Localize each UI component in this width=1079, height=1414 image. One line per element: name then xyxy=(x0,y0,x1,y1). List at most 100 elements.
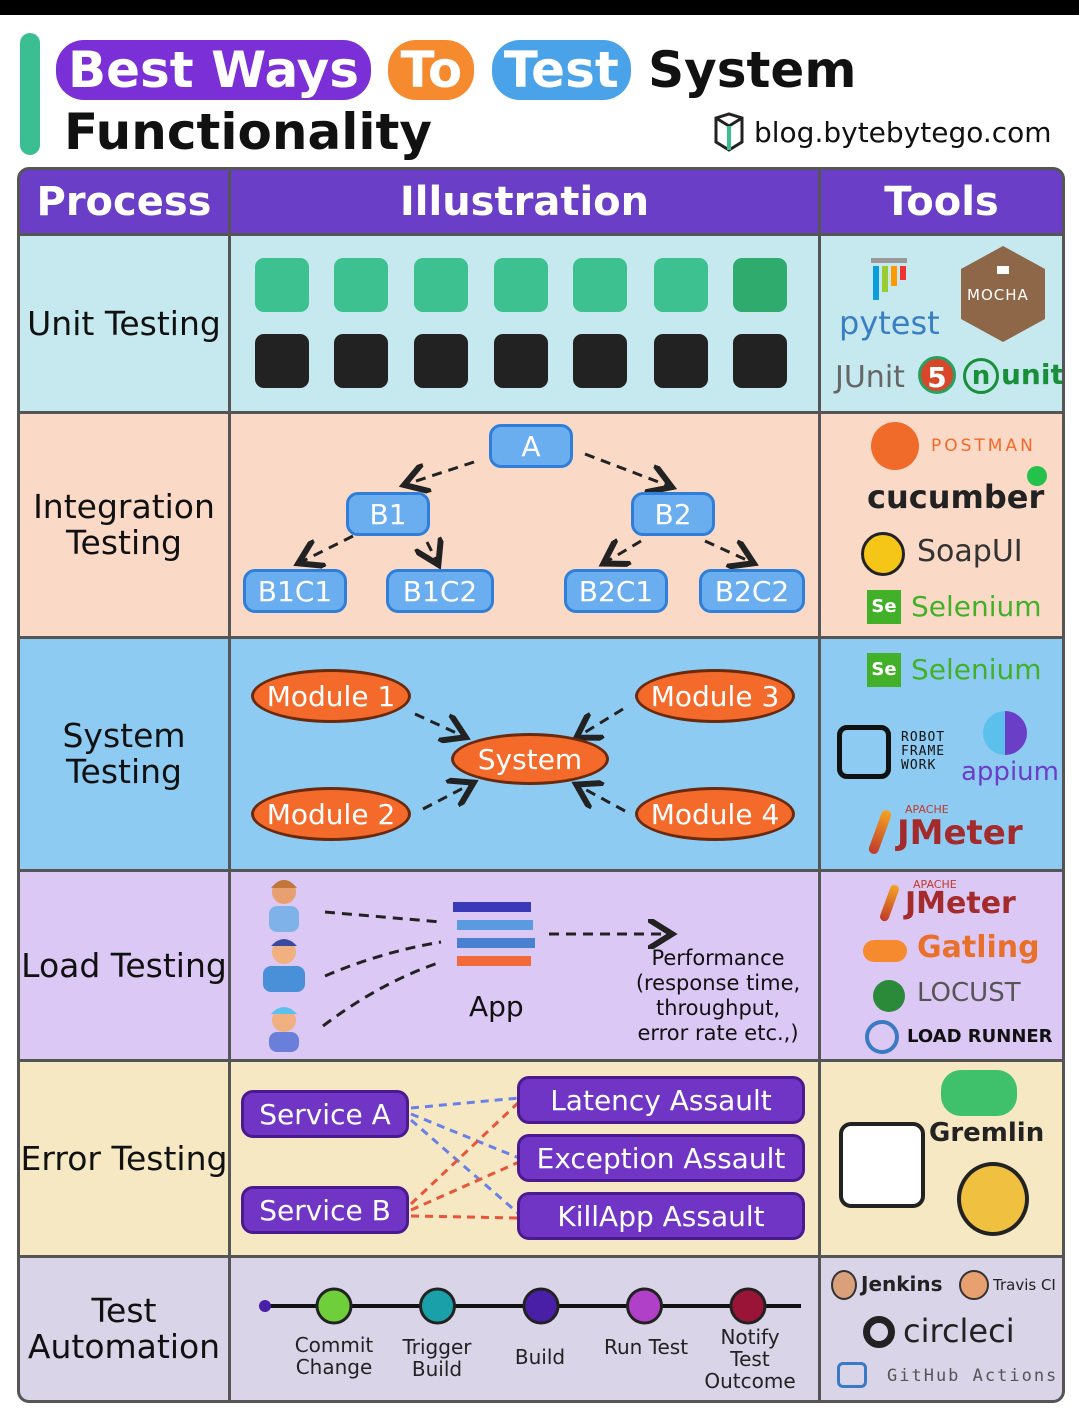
junit5-badge: 5 xyxy=(918,356,956,394)
top-black-strip xyxy=(0,0,1079,15)
integration-tools: POSTMAN cucumber SoapUI Se Selenium xyxy=(821,414,1062,636)
pipeline-step-run-test xyxy=(626,1287,663,1325)
unit-square xyxy=(733,258,787,312)
integration-arrows xyxy=(231,452,818,636)
node-b2c1: B2C1 xyxy=(564,569,668,613)
system-node: System xyxy=(451,733,609,785)
process-system-testing: System Testing xyxy=(20,639,228,869)
tool-gremlin: Gremlin xyxy=(929,1118,1045,1148)
row-system-testing: System Testing Module 1 Module 2 Module … xyxy=(20,639,1062,869)
loadrunner-logo-icon xyxy=(865,1020,899,1054)
step-label-notify-test-outcome: Notify Test Outcome xyxy=(704,1325,796,1393)
pipeline-step-commit-change xyxy=(315,1287,353,1325)
locust-logo-icon xyxy=(873,980,905,1012)
travis-logo-icon xyxy=(959,1270,989,1300)
automation-illustration: Commit Change Trigger Build Build Run Te… xyxy=(231,1258,818,1400)
unit-square xyxy=(414,258,468,312)
process-unit-testing: Unit Testing xyxy=(20,236,228,411)
title-part-2: To xyxy=(388,40,475,100)
step-label-trigger-build: Trigger Build xyxy=(402,1335,472,1381)
module-2: Module 2 xyxy=(251,787,411,841)
selenium-logo-icon: Se xyxy=(867,653,901,687)
tool-jenkins: Jenkins xyxy=(861,1272,943,1296)
user-icon-3 xyxy=(269,1007,299,1052)
latency-assault: Latency Assault xyxy=(517,1076,805,1124)
process-integration-testing: Integration Testing xyxy=(20,414,228,636)
service-a: Service A xyxy=(241,1090,409,1138)
header-tools: Tools xyxy=(821,170,1062,233)
tool-github-actions: GitHub Actions xyxy=(887,1366,1059,1386)
performance-line-4: error rate etc.,) xyxy=(637,1021,799,1045)
error-illustration: Service A Service B Latency Assault Exce… xyxy=(231,1062,818,1255)
node-b1: B1 xyxy=(346,492,430,536)
site-url: blog.bytebytego.com xyxy=(754,115,1052,149)
tool-pytest: pytest xyxy=(839,304,940,342)
pipeline-step-trigger-build xyxy=(419,1287,456,1325)
exception-assault: Exception Assault xyxy=(517,1134,805,1182)
module-3: Module 3 xyxy=(635,669,795,723)
unit-illustration xyxy=(231,236,818,411)
process-test-automation: Test Automation xyxy=(20,1258,228,1400)
pipeline-step-build xyxy=(522,1287,560,1325)
killapp-assault: KillApp Assault xyxy=(517,1192,805,1240)
pytest-logo-icon xyxy=(871,258,907,300)
unit-square-dark xyxy=(494,334,548,388)
row-load-testing: Load Testing xyxy=(20,872,1062,1059)
node-b2: B2 xyxy=(631,492,715,536)
circleci-logo-icon xyxy=(863,1316,895,1348)
tool-selenium-integration: Selenium xyxy=(911,590,1042,623)
tool-junit: JUnit xyxy=(835,360,905,395)
step-label-run-test: Run Test xyxy=(603,1335,689,1359)
unit-square-dark xyxy=(255,334,309,388)
unit-square xyxy=(654,258,708,312)
mocha-logo-icon xyxy=(961,246,1045,342)
tool-jmeter-system: JMeter xyxy=(897,813,1023,853)
selenium-logo-icon: Se xyxy=(867,590,901,624)
tool-gatling: Gatling xyxy=(917,930,1040,965)
unit-square-dark xyxy=(414,334,468,388)
row-unit-testing: Unit Testing pytest xyxy=(20,236,1062,411)
tool-postman: POSTMAN xyxy=(931,436,1036,456)
app-label: App xyxy=(469,990,524,1023)
tool-travis-ci: Travis CI xyxy=(993,1276,1056,1294)
jenkins-logo-icon xyxy=(831,1270,857,1300)
row-error-testing: Error Testing Service A Service B Latenc… xyxy=(20,1062,1062,1255)
process-load-testing: Load Testing xyxy=(20,872,228,1059)
tool-robot-framework: ROBOT FRAME WORK xyxy=(901,730,946,773)
chaos-monkey-logo-icon xyxy=(839,1122,925,1208)
unit-tools: pytest MOCHA JUnit 5 n unit xyxy=(821,236,1062,411)
error-lines xyxy=(409,1096,521,1220)
unit-square xyxy=(573,258,627,312)
load-illustration: App Performance (response time, throughp… xyxy=(231,872,818,1059)
github-actions-logo-icon xyxy=(837,1362,867,1388)
testing-table: Process Illustration Tools Unit Testing xyxy=(17,167,1065,1403)
load-diagram xyxy=(263,880,818,1052)
load-tools: APACHE JMeter Gatling LOCUST LOAD RUNNER xyxy=(821,872,1062,1059)
bytebytego-logo-icon xyxy=(714,112,744,152)
unit-square-dark xyxy=(573,334,627,388)
site-link[interactable]: blog.bytebytego.com xyxy=(712,112,1052,152)
process-error-testing: Error Testing xyxy=(20,1062,228,1255)
soapui-logo-icon xyxy=(861,532,905,576)
tool-cucumber: cucumber xyxy=(867,478,1045,516)
gremlin-logo-icon xyxy=(941,1070,1017,1116)
user-icon-1 xyxy=(269,880,299,932)
header-illustration: Illustration xyxy=(231,170,818,233)
gatling-logo-icon xyxy=(863,940,907,962)
title-part-4: System xyxy=(648,41,857,99)
title-line-2: Functionality xyxy=(64,103,432,161)
unit-square-dark xyxy=(654,334,708,388)
row-test-automation: Test Automation Commit Change Trigger Bu… xyxy=(20,1258,1062,1400)
chaos-toolkit-logo-icon xyxy=(957,1162,1029,1236)
robot-framework-logo-icon xyxy=(837,725,891,779)
tool-locust: LOCUST xyxy=(917,978,1021,1008)
tool-appium: appium xyxy=(961,757,1059,787)
unit-square xyxy=(255,258,309,312)
tool-apache-system: APACHE xyxy=(905,803,949,816)
pipeline-diagram xyxy=(259,1287,801,1325)
header-process: Process xyxy=(20,170,228,233)
service-b: Service B xyxy=(241,1186,409,1234)
unit-square-dark xyxy=(334,334,388,388)
appium-logo-icon xyxy=(983,711,1027,755)
module-4: Module 4 xyxy=(635,787,795,841)
